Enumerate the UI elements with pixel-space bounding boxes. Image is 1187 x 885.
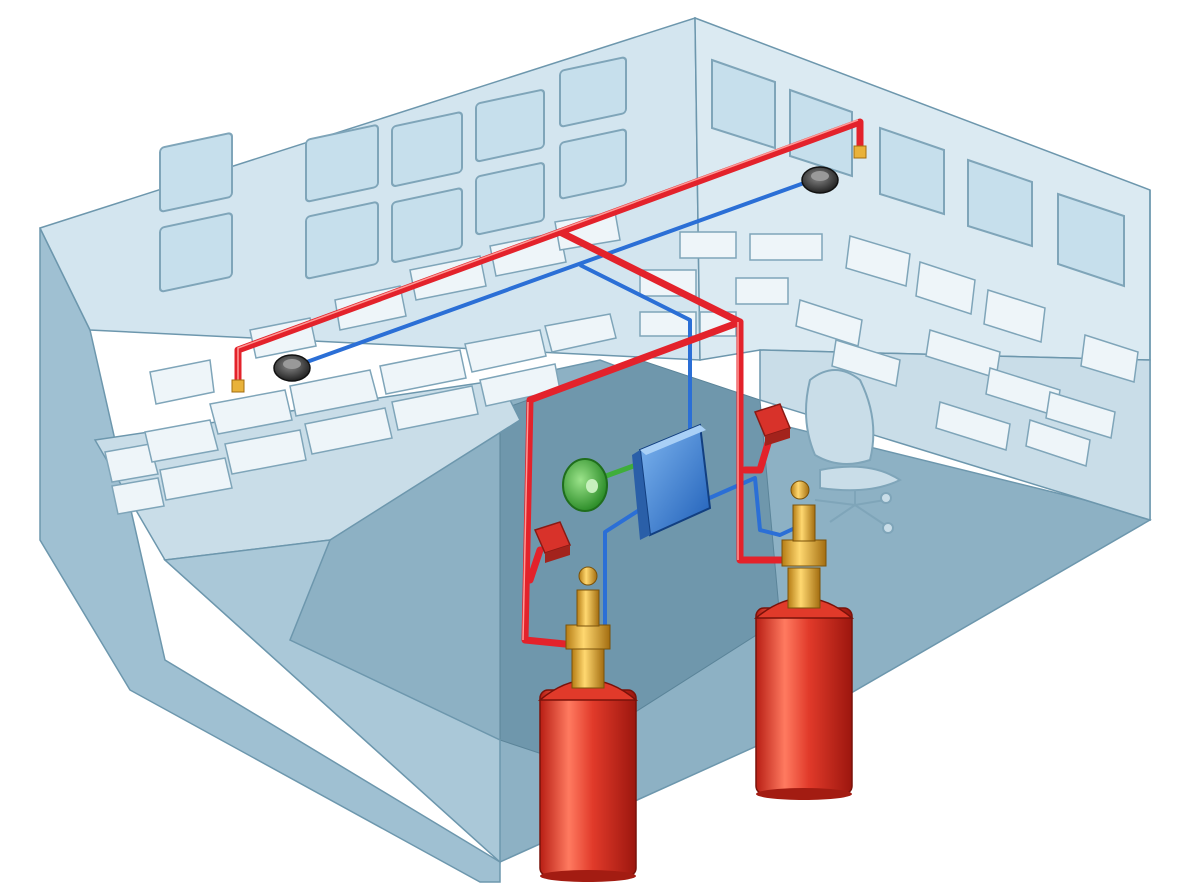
console-panel [304,407,393,455]
chair-seat [819,465,902,492]
monitor [711,58,776,150]
manual-call-points [533,403,792,563]
console-panel [209,389,293,435]
console-panel [983,289,1046,343]
monitor [159,212,233,293]
console-panel [464,329,547,373]
release-button [562,458,608,512]
console-panel [391,385,479,431]
console-panel [224,429,307,475]
agent-cylinder [753,480,855,800]
console-panel [379,349,467,395]
console-panel [489,231,567,277]
monitor [305,124,379,203]
monitor [475,89,545,163]
console-panel [831,339,901,387]
monitor [159,132,233,213]
console-panel [749,233,823,261]
console-panel [544,313,617,353]
console-panel [289,369,379,417]
monitor [391,111,463,187]
right-wall-monitors [711,58,1125,288]
chair-back [805,369,875,465]
left-front-slab [163,539,501,864]
nozzle-icon [231,379,245,393]
console-panel [845,235,911,287]
agent-cylinders [537,480,855,882]
console-panel [144,419,219,463]
console-panel [1025,419,1091,467]
nozzle-icon [853,145,867,159]
pipe-highlights [237,119,859,641]
console-panel [159,457,233,501]
console-panel [679,231,737,259]
monitor [559,56,627,128]
office-chair [805,369,902,534]
agent-cylinder [537,566,639,882]
control-panel [632,423,712,540]
monitor [475,162,545,236]
wall-monitors [159,56,627,293]
console-panel [104,443,159,483]
console-panel [1045,391,1116,439]
monitor [559,128,627,200]
console-panel [1080,334,1139,383]
console-panel [149,359,215,405]
console-panel [795,299,863,347]
manual-call-point-icon [753,403,792,446]
monitor [305,201,379,280]
console-panel [935,401,1011,451]
smoke-detectors [273,166,839,382]
manual-call-point-icon [533,521,572,563]
console-panel [915,261,976,315]
console-panel [111,477,165,515]
console-panel [735,277,789,305]
release-button-icon [562,458,608,512]
monitor [967,158,1033,248]
monitor [879,126,945,216]
console-panels [104,211,1139,515]
console-panel [639,311,697,337]
nozzles [231,145,867,393]
monitor [391,187,463,263]
monitor [1057,192,1125,288]
